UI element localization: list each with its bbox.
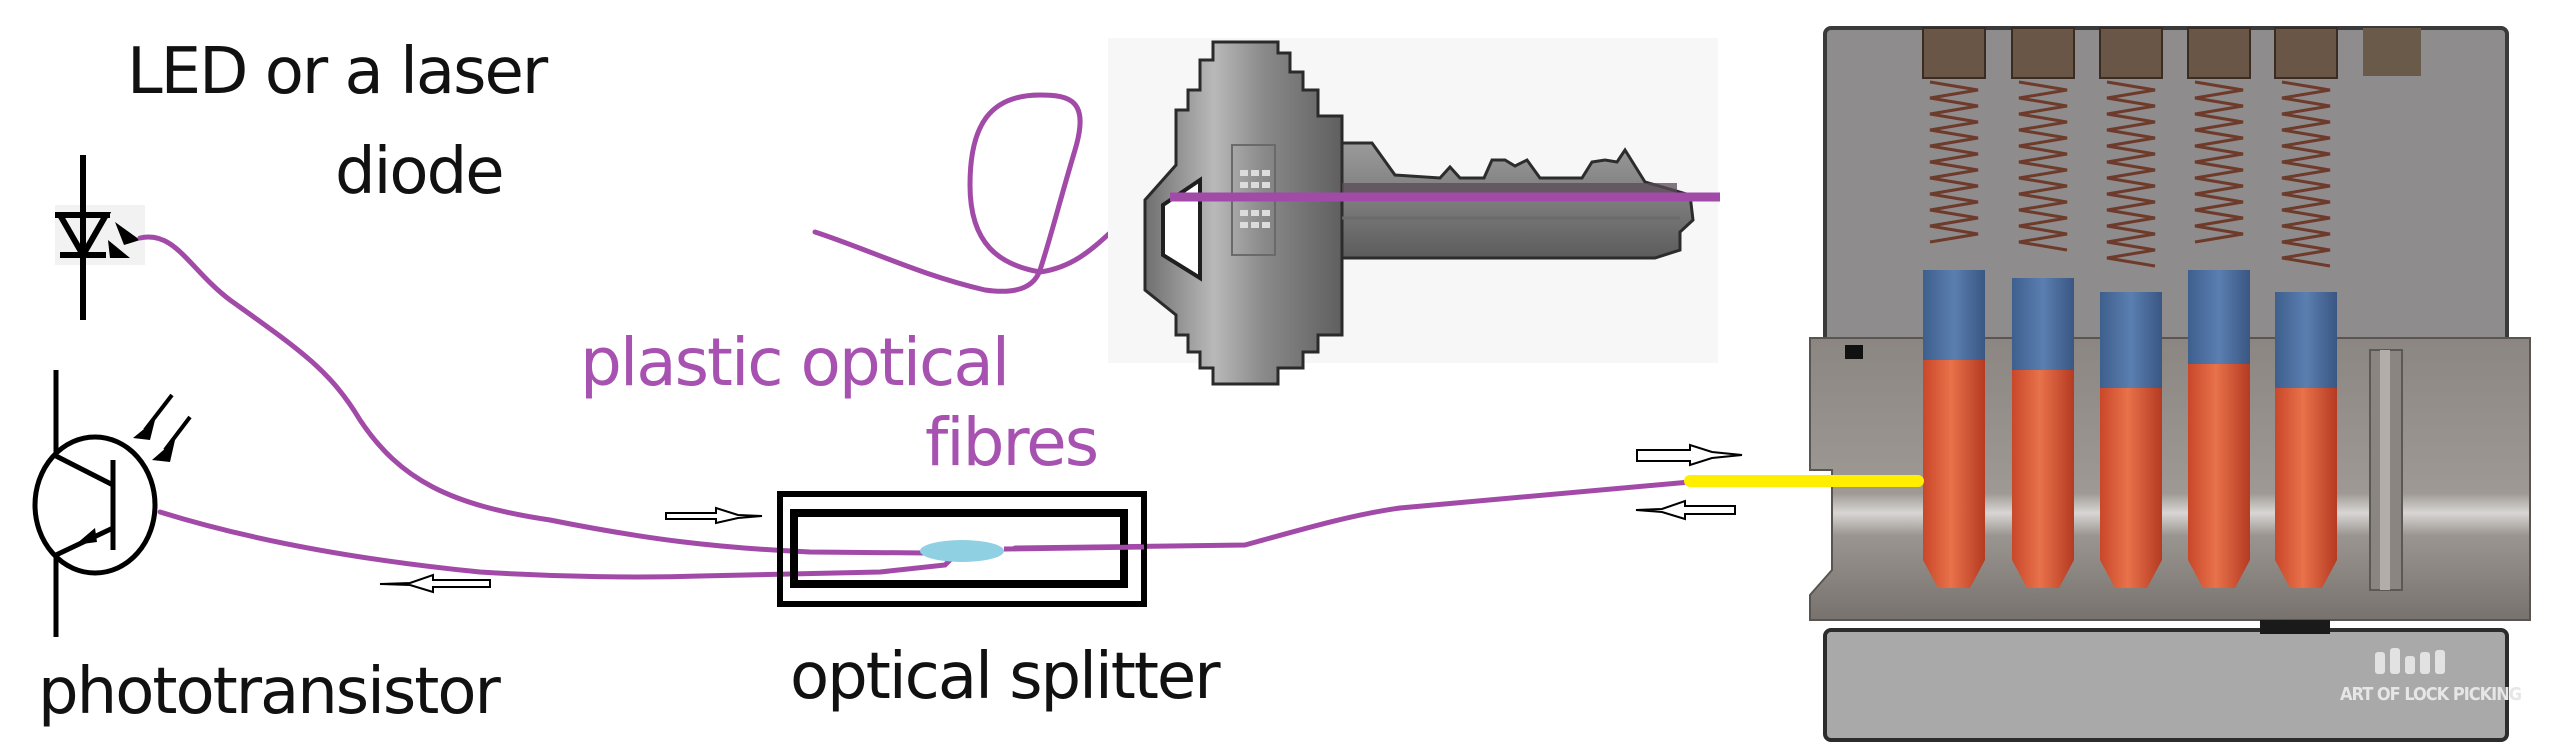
led-label-line2: diode: [335, 135, 505, 209]
pin-stack: [2274, 27, 2338, 588]
arrow-left-icon: [379, 573, 491, 594]
optical-splitter: [777, 491, 1147, 607]
pin-stack: [1922, 27, 1986, 588]
key-icon: [1108, 38, 1720, 386]
watermark-logo-icon: [2375, 648, 2445, 674]
pin-stack: [2099, 27, 2163, 588]
lock-cylinder: [1809, 26, 2531, 742]
phototransistor-icon: [32, 370, 192, 637]
led-diode-icon: [54, 155, 145, 320]
pin-stack: [2187, 27, 2251, 588]
led-label-line1: LED or a laser: [127, 35, 548, 109]
splitter-label: optical splitter: [790, 640, 1221, 714]
watermark-text: ART OF LOCK PICKING: [2340, 684, 2522, 705]
key-plate-marks: [1240, 170, 1270, 228]
fibre-loop-to-key: [812, 92, 1203, 294]
fibre-led-to-splitter: [137, 234, 928, 556]
fibre-label-line1: plastic optical: [580, 324, 1010, 401]
fibre-label-line2: fibres: [925, 404, 1099, 481]
pin-stacks: [1922, 27, 2338, 588]
arrow-right-icon: [665, 506, 763, 525]
phototransistor-label: phototransistor: [38, 655, 501, 729]
fibre-splitter-to-lock: [1012, 479, 1693, 551]
arrow-left-icon: [1635, 499, 1736, 521]
fibre-splitter-to-phototransistor: [157, 509, 957, 580]
arrow-right-icon: [1636, 443, 1743, 467]
pin-stack: [2011, 27, 2075, 588]
optical-fibres: [137, 92, 1693, 580]
splitter-core: [920, 540, 1004, 562]
